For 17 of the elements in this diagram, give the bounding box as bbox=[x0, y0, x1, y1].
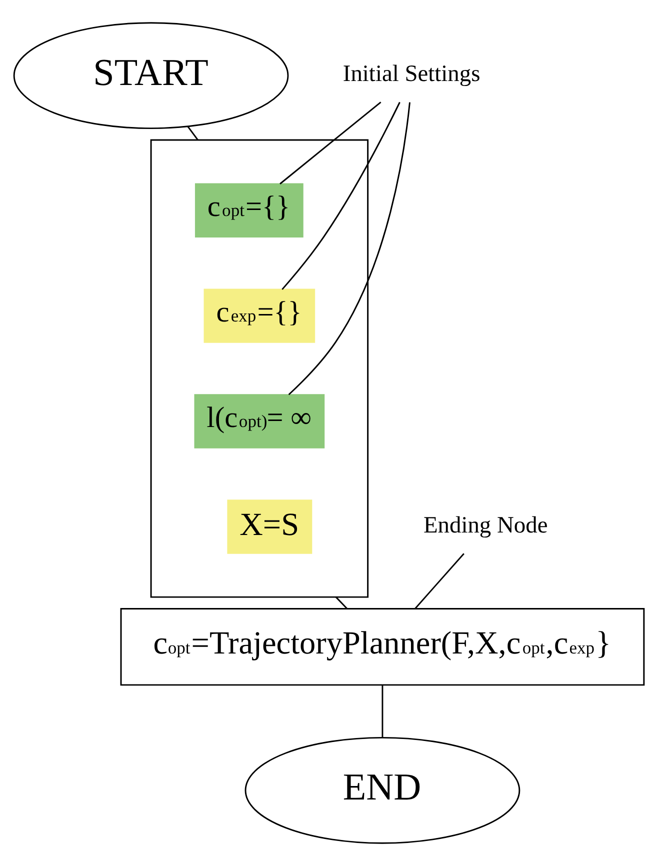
node-box: cexp={} bbox=[204, 288, 316, 342]
node-ellipse: END bbox=[244, 736, 520, 844]
connector bbox=[282, 101, 400, 290]
node-box: X=S bbox=[227, 499, 312, 554]
cluster bbox=[150, 138, 369, 598]
node-text: Ending Node bbox=[423, 512, 548, 538]
connector bbox=[335, 596, 348, 608]
connector bbox=[187, 126, 198, 140]
connector bbox=[288, 102, 410, 395]
connector bbox=[280, 101, 382, 184]
node-box: l(copt)= ∞ bbox=[194, 394, 325, 448]
node-ellipse: START bbox=[13, 22, 289, 129]
node-box: copt=TrajectoryPlanner(F,X,copt,cexp} bbox=[120, 608, 645, 686]
connector bbox=[414, 552, 464, 608]
connector bbox=[382, 684, 384, 737]
node-box: copt={} bbox=[194, 182, 304, 237]
node-text: Initial Settings bbox=[342, 60, 480, 87]
